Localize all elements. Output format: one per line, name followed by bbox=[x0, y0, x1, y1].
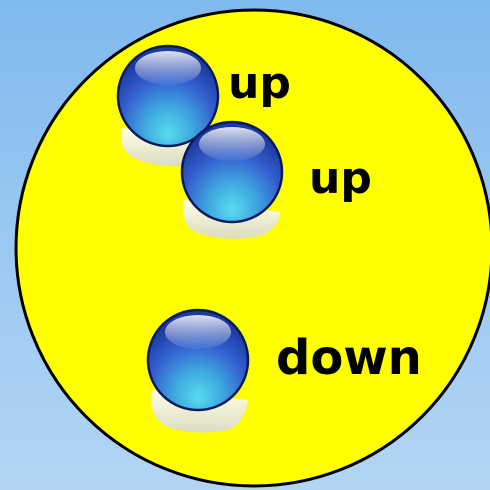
sphere-gloss bbox=[165, 315, 231, 349]
sphere-gloss bbox=[135, 51, 201, 85]
label-up-2: up bbox=[309, 153, 372, 204]
sphere-3 bbox=[146, 308, 250, 433]
label-up-1: up bbox=[228, 58, 291, 109]
label-down: down bbox=[276, 330, 422, 386]
sphere-2 bbox=[180, 120, 284, 239]
sphere-gloss bbox=[199, 127, 265, 161]
